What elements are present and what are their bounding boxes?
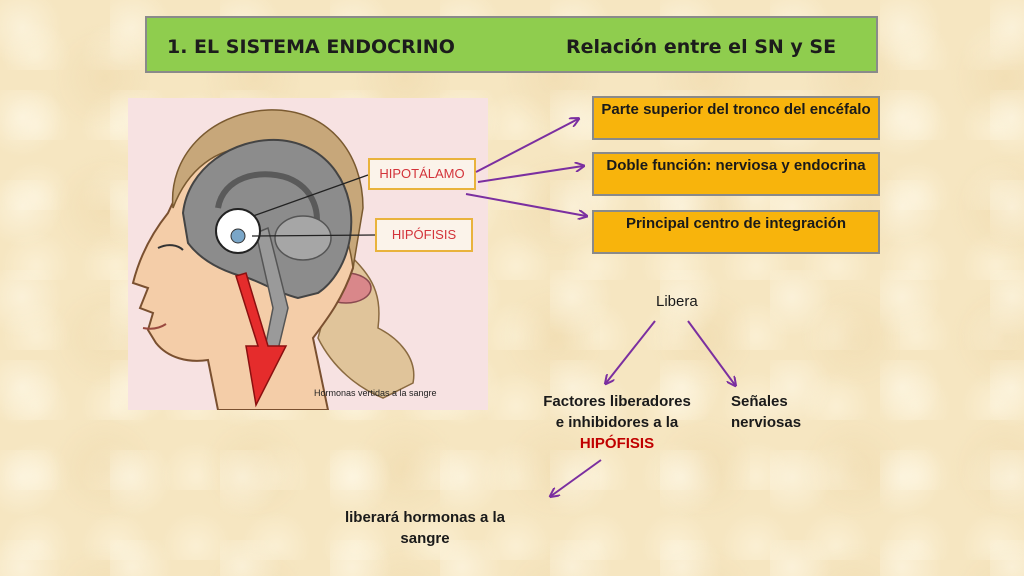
function-box-2: Doble función: nerviosa y endocrina (592, 152, 880, 196)
releases-label: Libera (656, 293, 698, 310)
factors-target: HIPÓFISIS (579, 435, 655, 452)
arrow-to-factors (606, 320, 656, 383)
factors-line-1: Factores liberadores (543, 393, 691, 410)
arrow-to-result (551, 459, 602, 496)
head-brain-drawing (131, 109, 415, 411)
function-box-1: Parte superior del tronco del encéfalo (592, 96, 880, 140)
result-line-2: sangre (400, 530, 450, 547)
slide-title: 1. EL SISTEMA ENDOCRINO (167, 36, 455, 58)
head-illustration: HIPOTÁLAMO HIPÓFISIS Hormonas vertidas a… (128, 98, 488, 411)
title-bar: 1. EL SISTEMA ENDOCRINO Relación entre e… (145, 16, 878, 73)
label-hipofisis: HIPÓFISIS (375, 218, 473, 252)
illustration-caption: Hormonas vertidas a la sangre (314, 388, 437, 398)
result-line-1: liberará hormonas a la (344, 509, 506, 526)
signals-line-1: Señales (731, 393, 788, 410)
arrow-to-box-2 (477, 166, 583, 183)
arrow-to-box-1 (475, 119, 578, 173)
result-node: liberará hormonas a la sangre (310, 507, 540, 549)
slide-subtitle: Relación entre el SN y SE (566, 36, 837, 58)
arrow-to-signals (687, 320, 735, 385)
factors-node: Factores liberadores e inhibidores a la … (518, 391, 716, 454)
function-box-3: Principal centro de integración (592, 210, 880, 254)
arrow-to-box-3 (465, 193, 586, 216)
label-hipotalamo: HIPOTÁLAMO (368, 158, 476, 190)
signals-node: Señales nerviosas (731, 391, 801, 433)
signals-line-2: nerviosas (731, 414, 802, 431)
factors-line-2: e inhibidores a la (555, 414, 679, 431)
